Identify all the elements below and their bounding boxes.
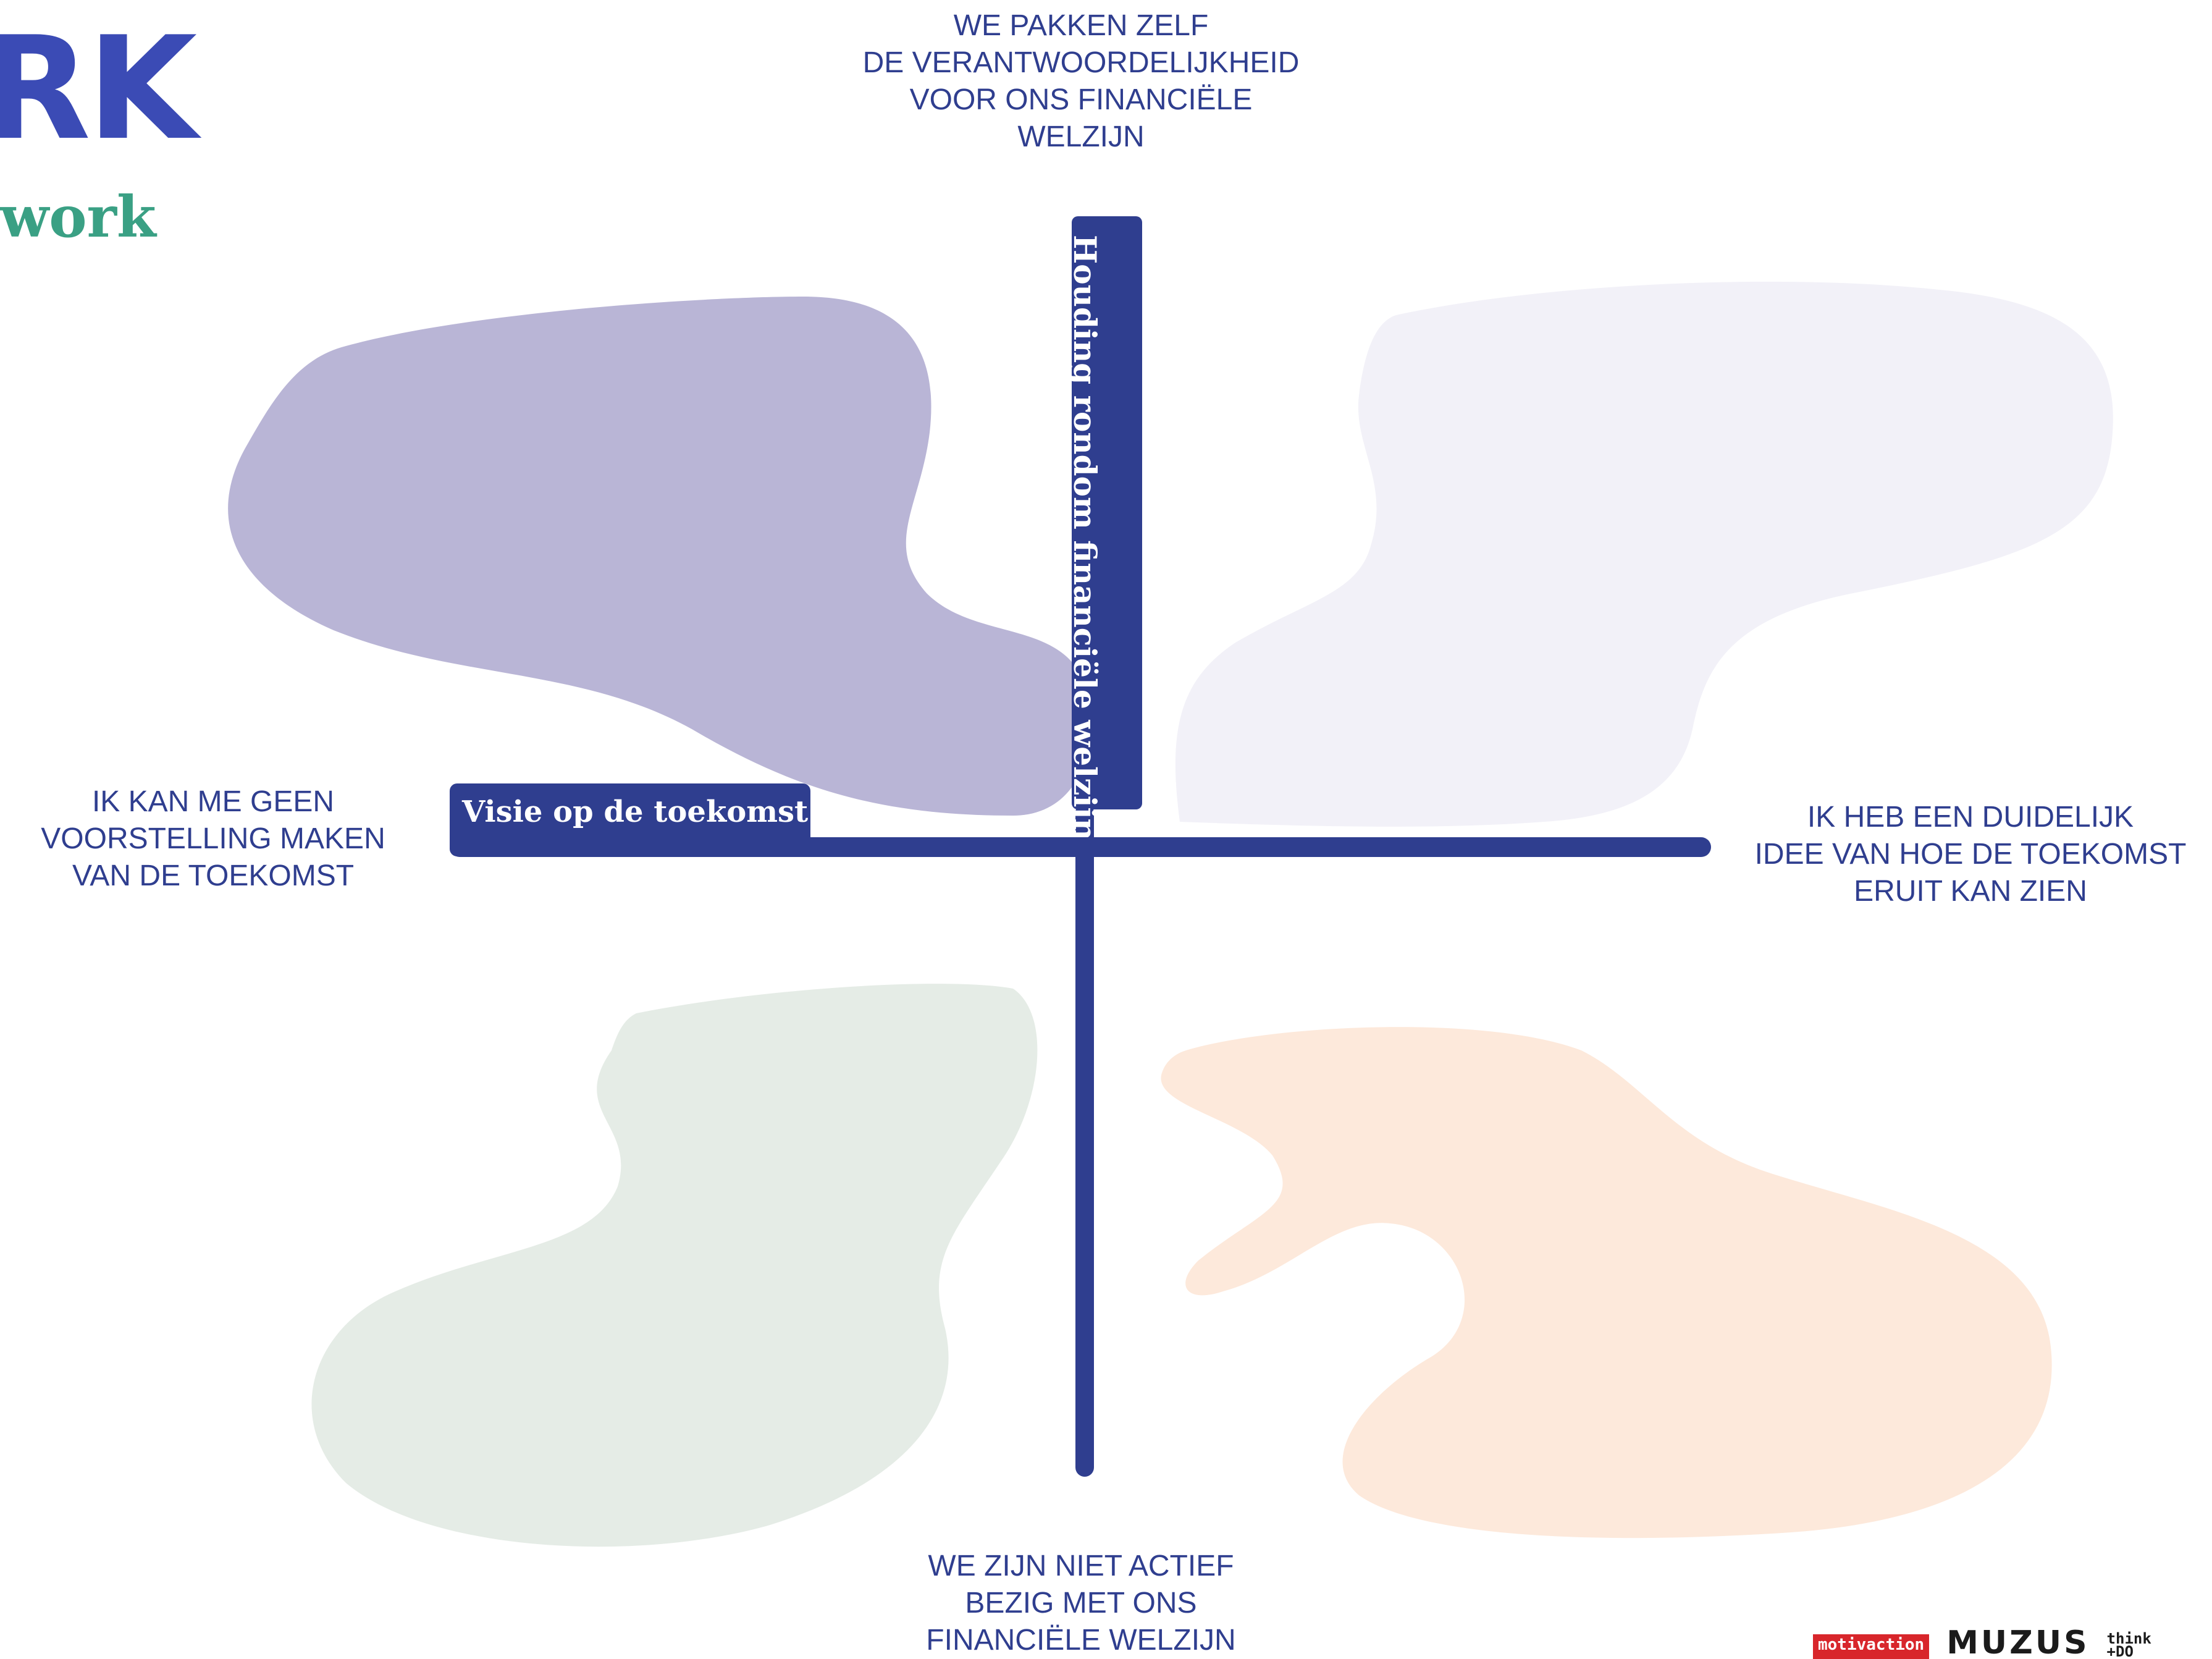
muzus-logo: MUZUS xyxy=(1946,1624,2090,1659)
horizontal-axis-title-box xyxy=(450,783,810,856)
axis-label-right: IK HEB EEN DUIDELIJK IDEE VAN HOE DE TOE… xyxy=(1754,801,2187,908)
horizontal-axis-title: Visie op de toekomst xyxy=(462,795,809,829)
blob-bottom-right xyxy=(1161,1027,2052,1539)
page-title-fragment: RK xyxy=(0,7,197,172)
blob-top-right xyxy=(1175,281,2113,827)
vertical-axis-title-box xyxy=(1072,216,1142,809)
axis-label-left: IK KAN ME GEEN VOORSTELLING MAKEN VAN DE… xyxy=(41,785,385,892)
axis-label-bottom: WE ZIJN NIET ACTIEF BEZIG MET ONS FINANC… xyxy=(926,1550,1236,1657)
vertical-axis-line xyxy=(1075,803,1094,1477)
axis-label-top: WE PAKKEN ZELF DE VERANTWOORDELIJKHEID V… xyxy=(862,9,1300,153)
blob-top-left xyxy=(228,297,1090,816)
page-subtitle-fragment: work xyxy=(0,184,156,250)
thinkdo-logo: think +DO xyxy=(2106,1629,2151,1659)
blob-bottom-left xyxy=(311,984,1038,1547)
partner-logos: motivaction MUZUS think +DO xyxy=(1813,1625,2151,1659)
thinkdo-logo-line2: +DO xyxy=(2106,1643,2134,1659)
vertical-axis-title-text: Houding rondom financiële welzijn xyxy=(1067,235,1103,841)
thinkdo-logo-line1: think xyxy=(2106,1629,2151,1647)
motivaction-logo: motivaction xyxy=(1813,1634,1930,1659)
